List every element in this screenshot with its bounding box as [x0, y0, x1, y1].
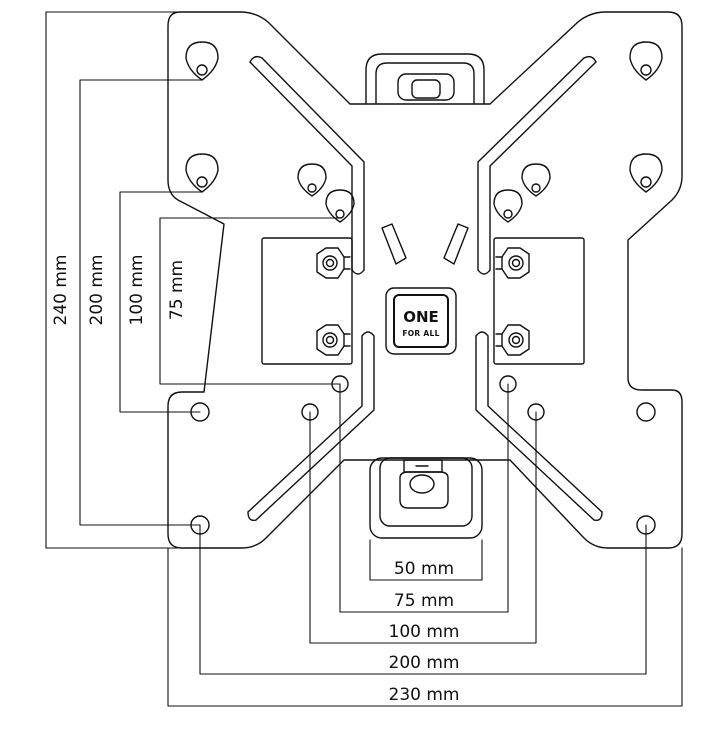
logo-text-top: ONE — [403, 308, 439, 326]
keyhole-slots — [185, 41, 663, 223]
dim-label-100mm-horizontal: 100 mm — [389, 622, 460, 642]
hex-nuts — [316, 247, 530, 356]
left-inner-panel — [261, 237, 353, 365]
mount-plate — [167, 11, 683, 549]
dim-label-75mm-horizontal: 75 mm — [394, 591, 454, 611]
lower-right-slot — [475, 331, 603, 522]
upper-left-slot — [249, 55, 365, 275]
mounting-holes — [190, 375, 656, 535]
lower-left-slot — [247, 331, 375, 522]
horizontal-dimension-lines — [167, 383, 683, 707]
dim-label-75mm-vertical: 75 mm — [167, 260, 187, 320]
top-bracket — [365, 53, 485, 105]
dim-label-240mm: 240 mm — [51, 255, 71, 326]
logo-text-bottom: FOR ALL — [402, 329, 439, 338]
left-diamond-slot — [381, 223, 407, 265]
vertical-dimension-lines — [45, 11, 341, 549]
brand-logo — [385, 287, 457, 355]
dim-label-100mm-vertical: 100 mm — [127, 255, 147, 326]
upper-right-slot — [477, 55, 597, 275]
dim-label-50mm: 50 mm — [394, 559, 454, 579]
bottom-bracket — [369, 457, 483, 539]
dim-label-200mm-horizontal: 200 mm — [389, 653, 460, 673]
dim-label-230mm: 230 mm — [389, 685, 460, 705]
dim-label-200mm-vertical: 200 mm — [87, 255, 107, 326]
right-diamond-slot — [443, 223, 469, 265]
right-inner-panel — [493, 237, 585, 365]
